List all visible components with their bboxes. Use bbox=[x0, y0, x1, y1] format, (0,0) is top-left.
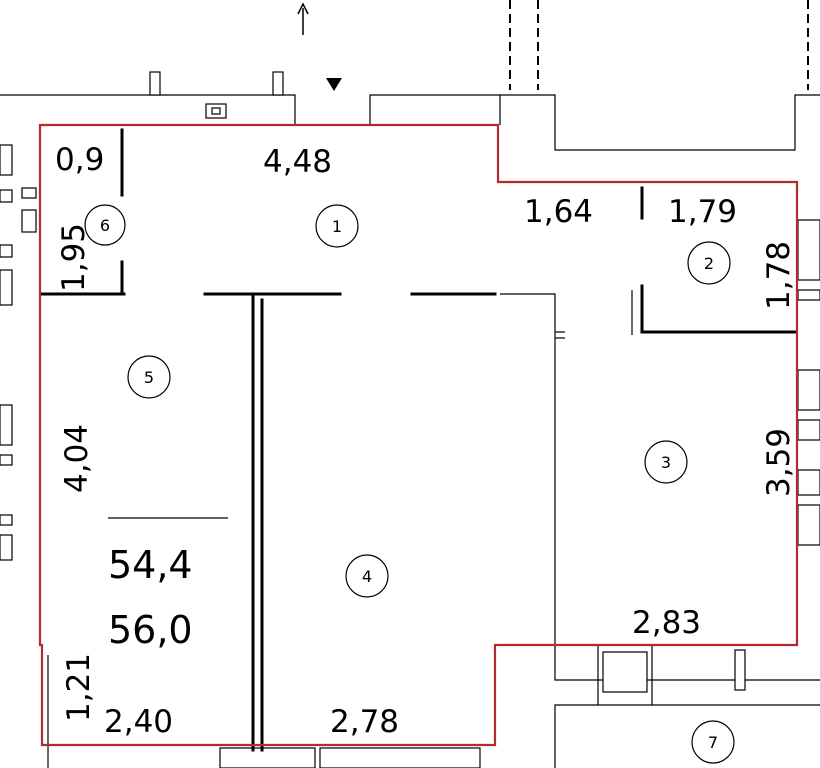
dimension-label: 2,40 bbox=[104, 704, 173, 740]
room-4-number: 4 bbox=[362, 567, 372, 586]
room-3-number: 3 bbox=[661, 453, 671, 472]
room-7-marker: 7 bbox=[691, 720, 735, 764]
room-labels: 1 2 3 4 5 6 7 bbox=[84, 204, 735, 764]
dimension-label: 4,48 bbox=[263, 144, 332, 180]
room-7-number: 7 bbox=[708, 733, 718, 752]
dimension-label: 1,95 bbox=[56, 223, 92, 292]
room-6-marker: 6 bbox=[84, 204, 126, 246]
dimension-label: 2,83 bbox=[632, 605, 701, 641]
room-1-number: 1 bbox=[332, 217, 342, 236]
living-area-value: 54,4 bbox=[108, 543, 193, 587]
room-6-number: 6 bbox=[100, 216, 110, 235]
entrance-markers bbox=[297, 2, 342, 91]
arrow-up-icon bbox=[297, 2, 309, 35]
total-area-value: 56,0 bbox=[108, 608, 193, 652]
room-4-marker: 4 bbox=[345, 554, 389, 598]
room-2-number: 2 bbox=[704, 254, 714, 273]
area-figures: 54,4 56,0 bbox=[108, 517, 228, 652]
room-5-marker: 5 bbox=[127, 355, 171, 399]
triangle-down-icon bbox=[326, 78, 342, 91]
interior-walls bbox=[40, 128, 797, 752]
room-1-marker: 1 bbox=[315, 204, 359, 248]
dimension-label: 1,21 bbox=[61, 653, 97, 722]
room-3-marker: 3 bbox=[644, 440, 688, 484]
dimension-label: 0,9 bbox=[55, 142, 104, 178]
dimension-label: 1,78 bbox=[761, 241, 797, 310]
dimension-label: 1,64 bbox=[524, 194, 593, 230]
apartment-boundary bbox=[38, 123, 799, 747]
dimension-label: 3,59 bbox=[761, 428, 797, 497]
room-2-marker: 2 bbox=[687, 241, 731, 285]
dimension-label: 2,78 bbox=[330, 704, 399, 740]
dimension-labels: 0,9 4,48 1,95 1,64 1,79 1,78 4,04 3,59 2… bbox=[55, 142, 797, 740]
dimension-label: 1,79 bbox=[668, 194, 737, 230]
dimension-label: 4,04 bbox=[59, 424, 95, 493]
room-5-number: 5 bbox=[144, 368, 154, 387]
